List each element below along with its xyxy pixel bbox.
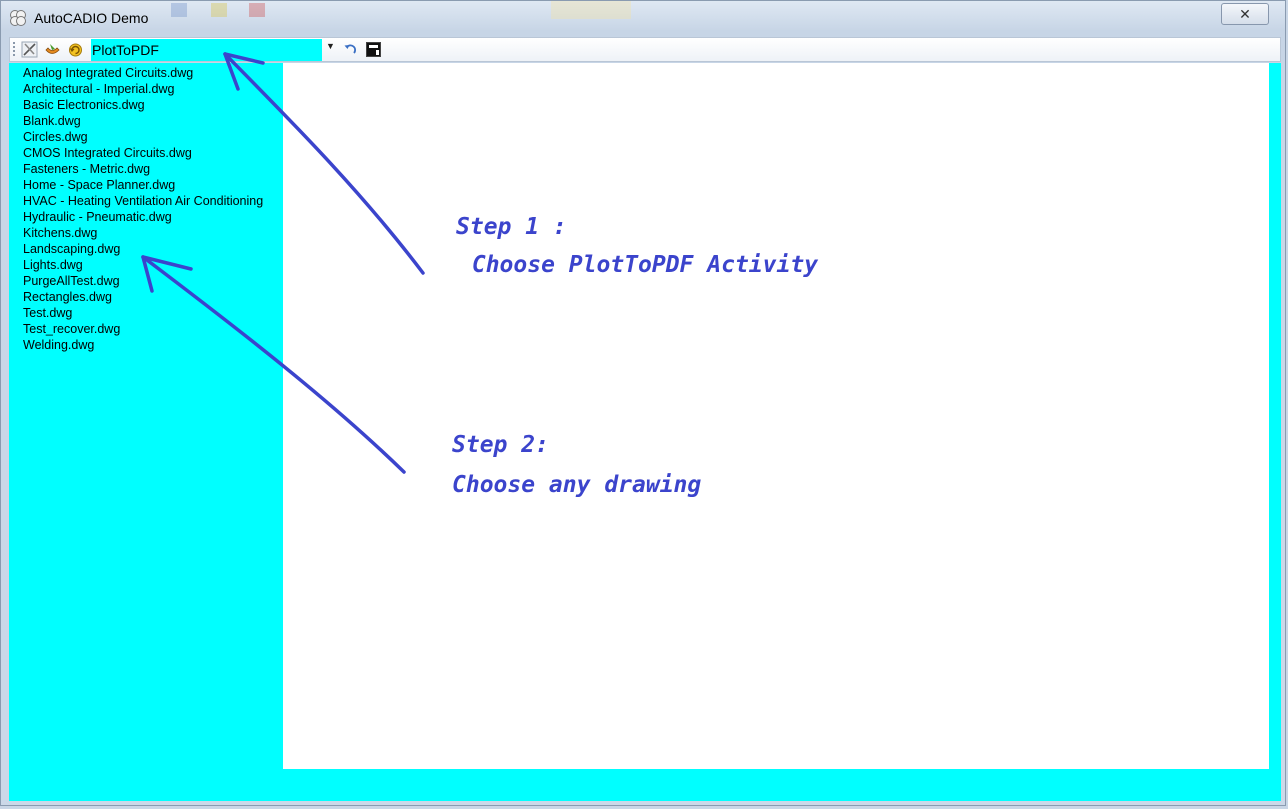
activity-combobox[interactable]: PlotToPDF [91,39,322,61]
app-icon [9,9,27,27]
file-list-item[interactable]: Hydraulic - Pneumatic.dwg [23,210,172,224]
file-list-item[interactable]: Circles.dwg [23,130,88,144]
file-list-item[interactable]: Fasteners - Metric.dwg [23,162,151,176]
file-list-item[interactable]: Architectural - Imperial.dwg [23,82,175,96]
toolbar-grip[interactable] [13,42,15,58]
file-list-item[interactable]: CMOS Integrated Circuits.dwg [23,146,192,160]
step2-text: Choose any drawing [452,472,702,498]
file-list-item[interactable]: Kitchens.dwg [23,226,98,240]
title-bar[interactable]: AutoCADIO Demo ✕ [1,1,1285,35]
toolbar: PlotToPDF ▼ [9,37,1281,62]
step1-text: Choose PlotToPDF Activity [458,252,819,278]
step2-title: Step 2: [452,432,549,458]
file-list-item[interactable]: Landscaping.dwg [23,242,121,256]
output-canvas [283,63,1269,769]
file-list-item[interactable]: Analog Integrated Circuits.dwg [23,66,194,80]
refresh-icon[interactable] [67,41,84,58]
step1-title: Step 1 : [456,214,567,240]
chevron-down-icon[interactable]: ▼ [326,41,335,51]
close-button[interactable]: ✕ [1221,3,1269,25]
file-list-item[interactable]: Lights.dwg [23,258,83,272]
file-list-item[interactable]: Rectangles.dwg [23,290,112,304]
activity-selected-value: PlotToPDF [92,42,159,58]
run-activity-icon[interactable] [44,41,61,58]
file-list-item[interactable]: Blank.dwg [23,114,81,128]
file-list-item[interactable]: Basic Electronics.dwg [23,98,145,112]
background-ribbon [161,1,1221,21]
file-list-item[interactable]: HVAC - Heating Ventilation Air Condition… [23,194,264,208]
undo-icon[interactable] [342,41,359,58]
file-list-item[interactable]: PurgeAllTest.dwg [23,274,120,288]
file-list-item[interactable]: Welding.dwg [23,338,95,352]
settings-tools-icon[interactable] [21,41,38,58]
window-title: AutoCADIO Demo [34,10,149,26]
file-list-item[interactable]: Test_recover.dwg [23,322,121,336]
file-list-item[interactable]: Test.dwg [23,306,73,320]
close-icon: ✕ [1239,5,1251,22]
console-icon[interactable] [365,41,382,58]
file-list-item[interactable]: Home - Space Planner.dwg [23,178,176,192]
